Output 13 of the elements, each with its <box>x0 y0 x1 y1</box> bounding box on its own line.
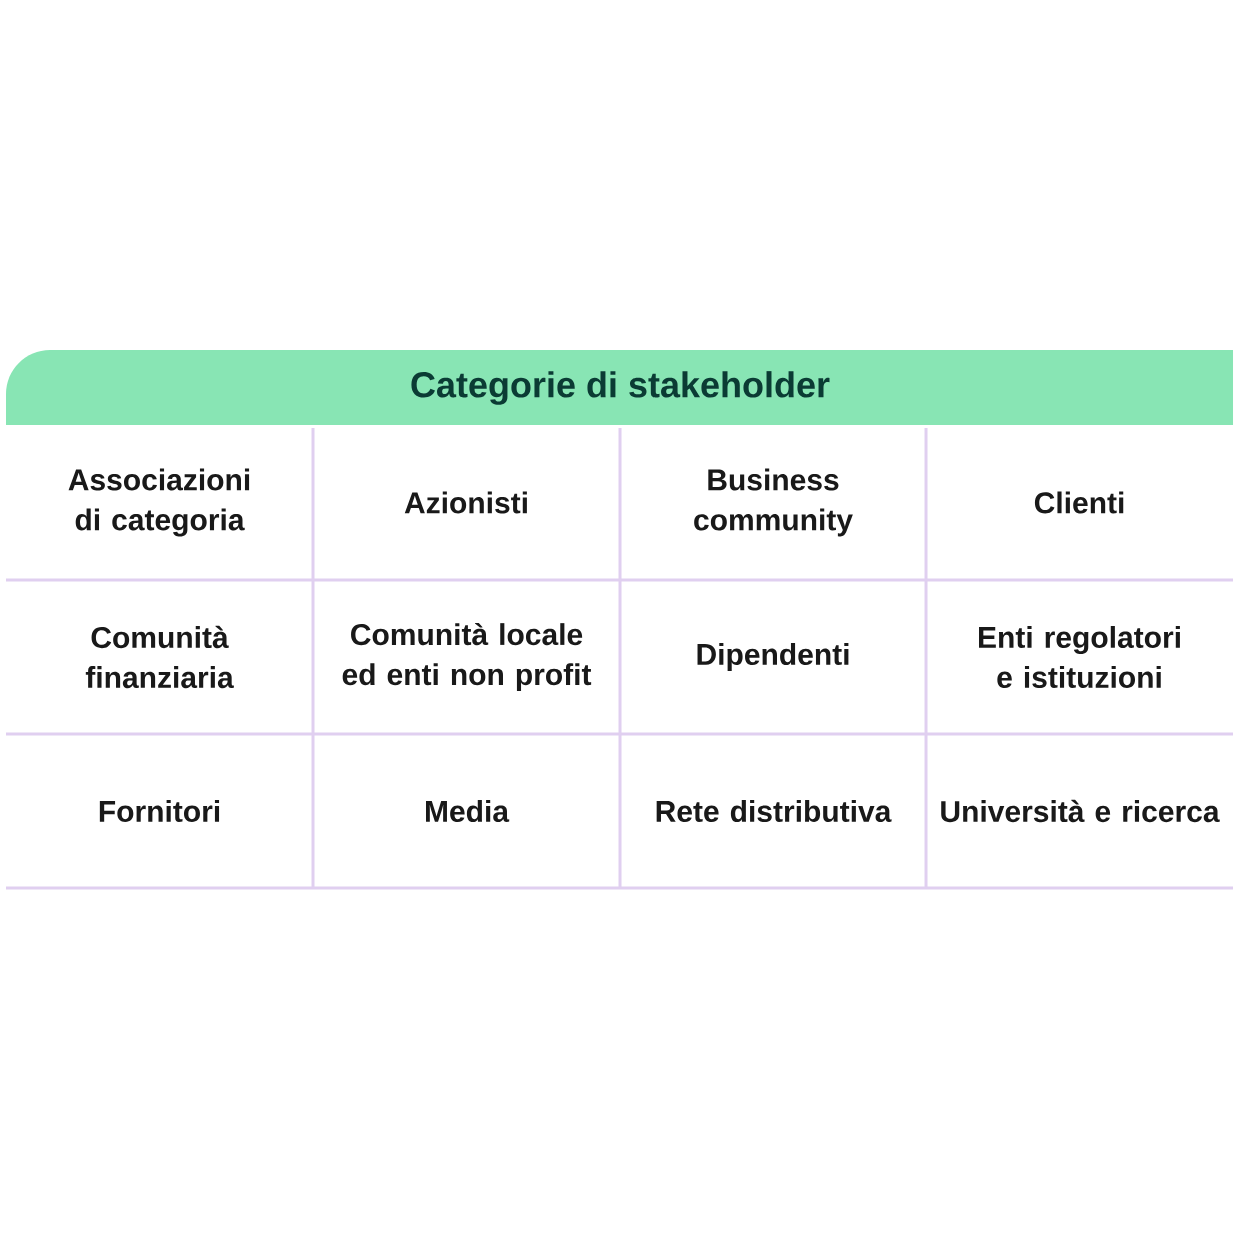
table-cell: Fornitori <box>99 800 220 822</box>
table-cell: Business community <box>694 468 853 537</box>
table-cell: Rete distributiva <box>656 800 892 822</box>
table-cell: Associazioni di categoria <box>68 468 250 537</box>
table-cell: Clienti <box>1034 491 1124 514</box>
table-cell: Azionisti <box>404 491 527 514</box>
table-cell: Comunità finanziaria <box>85 625 234 689</box>
table-cell: Enti regolatori e istituzioni <box>979 626 1180 688</box>
table-cell: Dipendenti <box>697 643 849 671</box>
header-band: Categorie di stakeholder <box>6 350 1233 425</box>
table-cell: Media <box>426 800 510 822</box>
table-cell: Comunità locale ed enti non profit <box>342 622 592 692</box>
table-cell: Università e ricerca <box>941 799 1220 823</box>
